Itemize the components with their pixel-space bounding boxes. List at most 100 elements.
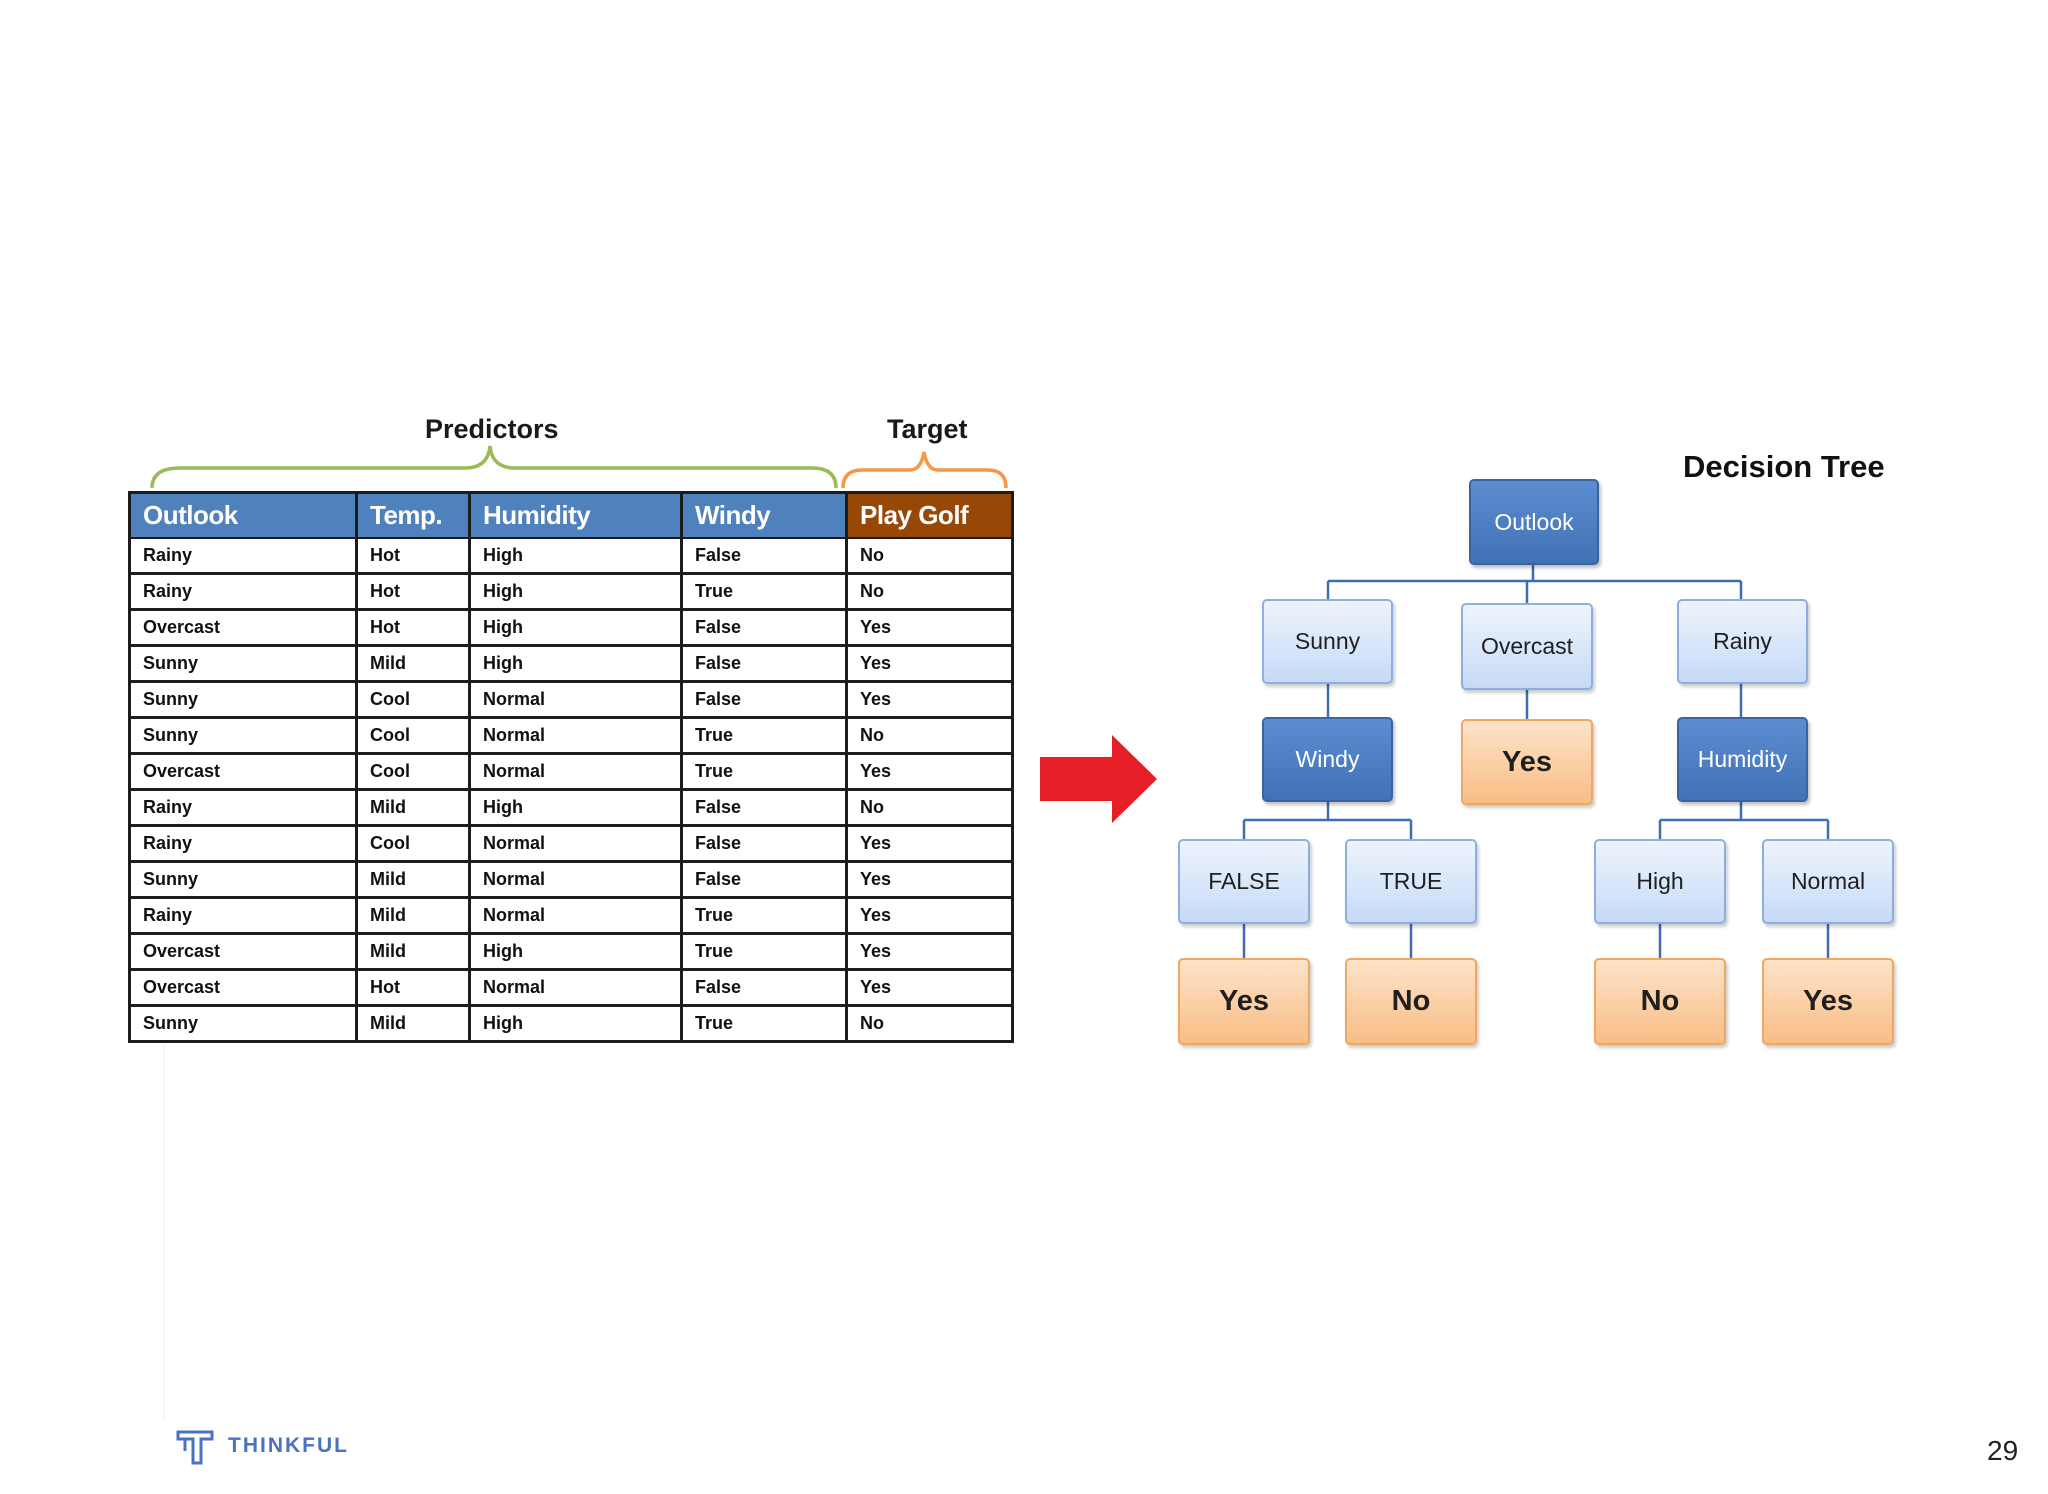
- cell-humidity: High: [468, 573, 683, 611]
- cell-play-golf: No: [845, 789, 1014, 827]
- cell-windy: True: [680, 933, 848, 971]
- header-humidity: Humidity: [468, 491, 683, 539]
- cell-outlook: Sunny: [128, 645, 358, 683]
- cell-outlook: Rainy: [128, 897, 358, 935]
- thinkful-logo: THINKFUL: [176, 1427, 349, 1465]
- cell-windy: False: [680, 825, 848, 863]
- predictors-label: Predictors: [425, 414, 559, 444]
- cell-temp: Hot: [355, 573, 471, 611]
- cell-windy: False: [680, 645, 848, 683]
- cell-temp: Hot: [355, 538, 471, 575]
- cell-temp: Cool: [355, 825, 471, 863]
- cell-humidity: Normal: [468, 681, 683, 719]
- cell-windy: False: [680, 538, 848, 575]
- cell-windy: False: [680, 681, 848, 719]
- cell-windy: False: [680, 789, 848, 827]
- cell-temp: Hot: [355, 609, 471, 647]
- target-brace: [841, 451, 1008, 489]
- tree-leaf-high-no: No: [1594, 958, 1726, 1045]
- cell-humidity: High: [468, 609, 683, 647]
- cell-play-golf: Yes: [845, 753, 1014, 791]
- decision-tree-title: Decision Tree: [1683, 449, 1885, 484]
- cell-windy: False: [680, 861, 848, 899]
- cell-humidity: Normal: [468, 825, 683, 863]
- cell-windy: True: [680, 573, 848, 611]
- cell-humidity: High: [468, 789, 683, 827]
- cell-outlook: Rainy: [128, 789, 358, 827]
- target-label: Target: [887, 414, 968, 444]
- cell-temp: Mild: [355, 789, 471, 827]
- cell-play-golf: No: [845, 1005, 1014, 1043]
- cell-humidity: High: [468, 1005, 683, 1043]
- cell-play-golf: Yes: [845, 861, 1014, 899]
- tree-leaf-overcast-yes: Yes: [1461, 719, 1593, 805]
- cell-outlook: Sunny: [128, 1005, 358, 1043]
- tree-node-high: High: [1594, 839, 1726, 924]
- cell-humidity: Normal: [468, 897, 683, 935]
- cell-temp: Hot: [355, 969, 471, 1007]
- cell-outlook: Sunny: [128, 861, 358, 899]
- cell-outlook: Overcast: [128, 969, 358, 1007]
- brand-name: THINKFUL: [228, 1434, 349, 1457]
- cell-outlook: Overcast: [128, 609, 358, 647]
- cell-windy: True: [680, 1005, 848, 1043]
- tree-leaf-normal-yes: Yes: [1762, 958, 1894, 1045]
- cell-temp: Mild: [355, 897, 471, 935]
- cell-temp: Mild: [355, 933, 471, 971]
- cell-play-golf: No: [845, 717, 1014, 755]
- cell-play-golf: Yes: [845, 897, 1014, 935]
- cell-humidity: High: [468, 538, 683, 575]
- cell-windy: False: [680, 609, 848, 647]
- cell-outlook: Sunny: [128, 717, 358, 755]
- cell-humidity: Normal: [468, 969, 683, 1007]
- cell-temp: Cool: [355, 717, 471, 755]
- cell-outlook: Overcast: [128, 753, 358, 791]
- tree-node-overcast: Overcast: [1461, 603, 1593, 690]
- right-arrow-icon: [1040, 735, 1157, 823]
- golf-data-table: Outlook Temp. Humidity Windy Play Golf R…: [128, 491, 1014, 1043]
- header-temp: Temp.: [355, 491, 471, 539]
- cell-play-golf: Yes: [845, 681, 1014, 719]
- header-outlook: Outlook: [128, 491, 358, 539]
- cell-temp: Mild: [355, 861, 471, 899]
- cell-outlook: Rainy: [128, 538, 358, 575]
- header-windy: Windy: [680, 491, 848, 539]
- cell-humidity: High: [468, 645, 683, 683]
- tree-node-outlook: Outlook: [1469, 479, 1599, 565]
- tree-node-humidity: Humidity: [1677, 717, 1808, 802]
- tree-node-false: FALSE: [1178, 839, 1310, 924]
- cell-humidity: High: [468, 933, 683, 971]
- tree-leaf-false-yes: Yes: [1178, 958, 1310, 1045]
- cell-temp: Mild: [355, 645, 471, 683]
- predictors-brace: [150, 445, 838, 489]
- tree-node-windy: Windy: [1262, 717, 1393, 802]
- tree-node-rainy: Rainy: [1677, 599, 1808, 684]
- cell-humidity: Normal: [468, 717, 683, 755]
- cell-outlook: Rainy: [128, 825, 358, 863]
- thinkful-t-icon: [176, 1430, 214, 1465]
- cell-windy: False: [680, 969, 848, 1007]
- cell-outlook: Overcast: [128, 933, 358, 971]
- tree-node-sunny: Sunny: [1262, 599, 1393, 684]
- table-header-row: Outlook Temp. Humidity Windy Play Golf: [128, 491, 1014, 539]
- cell-windy: True: [680, 717, 848, 755]
- cell-temp: Mild: [355, 1005, 471, 1043]
- cell-play-golf: Yes: [845, 933, 1014, 971]
- tree-node-normal: Normal: [1762, 839, 1894, 924]
